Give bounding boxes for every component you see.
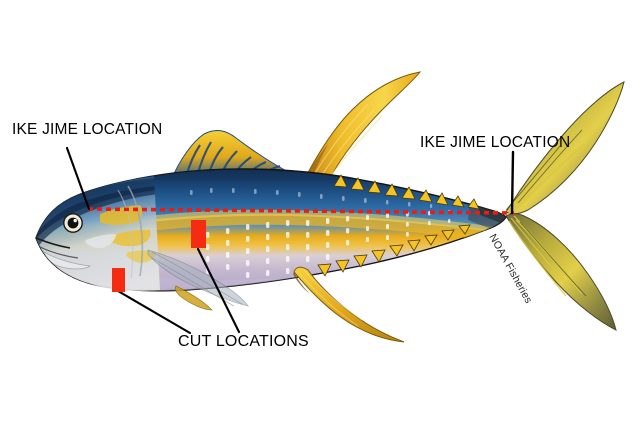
- label-cut-locations: CUT LOCATIONS: [178, 333, 309, 350]
- cut-marker-2: [191, 220, 206, 248]
- spine-line: [87, 207, 515, 215]
- leader-ike-left: [65, 146, 91, 211]
- label-ike-jime-right: IKE JIME LOCATION: [420, 134, 571, 151]
- label-ike-jime-left: IKE JIME LOCATION: [12, 121, 163, 138]
- leader-ike-right: [510, 150, 515, 215]
- eye: [63, 213, 83, 233]
- leader-cut-a: [116, 289, 192, 335]
- anal-fin: [293, 266, 405, 343]
- tuna-body: [35, 168, 507, 311]
- cut-markers: [112, 220, 206, 292]
- leader-lines: [65, 146, 515, 335]
- tuna-head: [36, 176, 160, 291]
- leader-cut-b: [196, 247, 241, 334]
- caudal-fin: [505, 81, 625, 331]
- cut-marker-1: [112, 268, 125, 292]
- dorsal-finlets: [333, 174, 480, 210]
- anal-finlets: [317, 224, 471, 277]
- pelvic-fin: [174, 285, 213, 311]
